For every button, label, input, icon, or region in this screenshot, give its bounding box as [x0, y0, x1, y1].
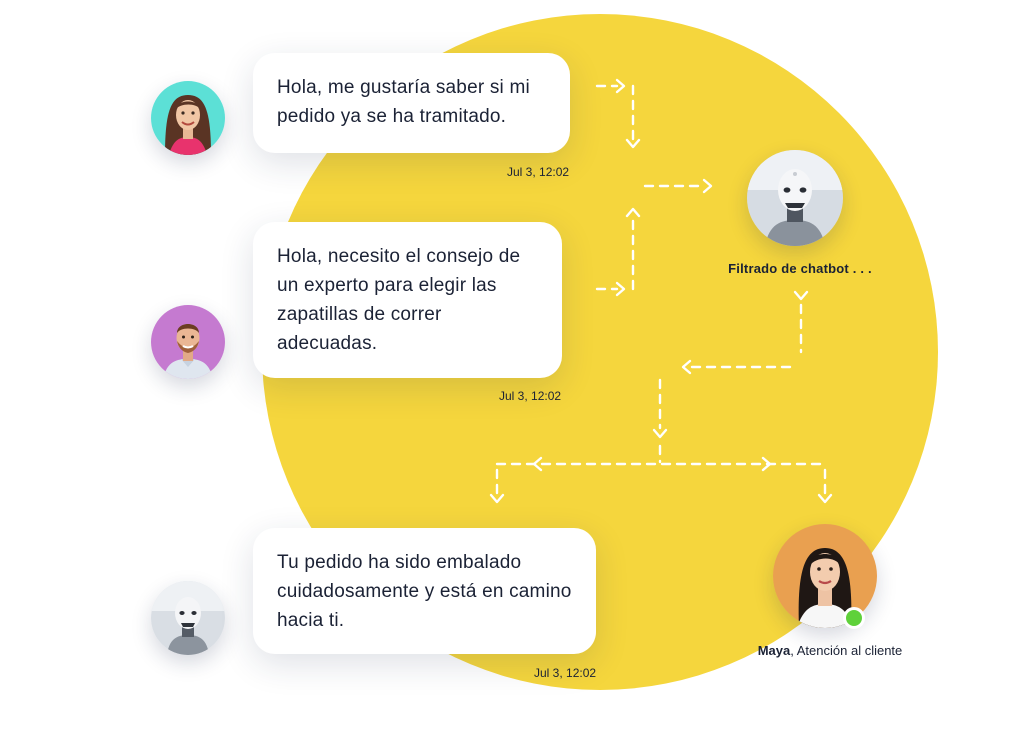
message-text: Hola, necesito el consejo de un experto … [277, 246, 521, 354]
chatbot-filter-label: Filtrado de chatbot . . . [728, 261, 872, 276]
arrow-up-icon [625, 207, 641, 218]
chatbot-robot-avatar [747, 150, 843, 246]
message-timestamp: Jul 3, 12:02 [534, 666, 597, 680]
woman-customer-avatar [151, 81, 225, 155]
arrow-right-icon [615, 281, 626, 297]
message-timestamp: Jul 3, 12:02 [507, 165, 570, 179]
arrow-right-icon [761, 456, 772, 472]
message-bubble-expert-advice: Hola, necesito el consejo de un experto … [253, 222, 562, 378]
arrow-down-icon [489, 493, 505, 504]
message-bubble-order-status: Hola, me gustaría saber si mi pedido ya … [253, 53, 570, 153]
arrow-right-icon [702, 178, 713, 194]
man-customer-avatar [151, 305, 225, 379]
arrow-down-icon [793, 290, 809, 301]
arrow-down-icon [817, 493, 833, 504]
arrow-down-icon [625, 138, 641, 149]
arrow-left-icon [681, 359, 692, 375]
agent-label: Maya, Atención al cliente [720, 643, 940, 658]
agent-name: Maya [757, 643, 791, 658]
agent-role: , Atención al cliente [790, 643, 903, 658]
message-timestamp: Jul 3, 12:02 [499, 389, 562, 403]
arrow-right-icon [615, 78, 626, 94]
message-text: Tu pedido ha sido embalado cuidadosament… [277, 552, 572, 631]
arrow-left-icon [532, 456, 543, 472]
message-bubble-order-shipped: Tu pedido ha sido embalado cuidadosament… [253, 528, 596, 654]
robot-avatar [151, 581, 225, 655]
message-text: Hola, me gustaría saber si mi pedido ya … [277, 77, 530, 127]
arrow-down-icon [652, 428, 668, 439]
online-status-indicator [843, 607, 865, 629]
